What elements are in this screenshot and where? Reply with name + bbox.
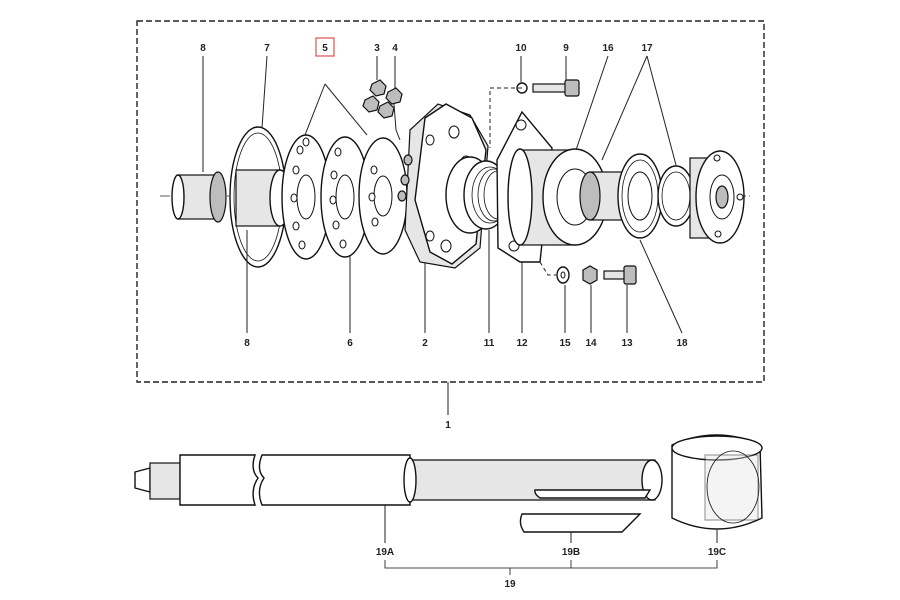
- leader-lines: [202, 55, 683, 415]
- part-6-flange-plates: [281, 134, 370, 260]
- part-3-4-nuts: [362, 79, 403, 119]
- part-19C-sleeve: [671, 434, 763, 530]
- part-9-10-screw: [489, 79, 580, 148]
- callout-4: 4: [392, 43, 398, 54]
- callout-2: 2: [422, 338, 428, 349]
- part-19B-key: [519, 513, 642, 533]
- part-7-seal-ring: [229, 126, 291, 268]
- part-8-hub: [171, 171, 227, 223]
- part-17-roller-cage: [579, 153, 695, 239]
- callout-5-highlight: [315, 37, 335, 57]
- lower-leaders: [384, 505, 718, 575]
- part-13-14-15-fasteners: [539, 261, 637, 285]
- assembly-boundary: [136, 20, 765, 383]
- callout-19: 19: [504, 579, 516, 590]
- part-18-end-flange: [689, 150, 745, 244]
- callout-9: 9: [563, 43, 569, 54]
- callout-7: 7: [264, 43, 270, 54]
- callout-18: 18: [676, 338, 688, 349]
- callout-16: 16: [602, 43, 614, 54]
- part-5-disc: [358, 137, 408, 255]
- callout-10: 10: [515, 43, 527, 54]
- callout-6: 6: [347, 338, 353, 349]
- callout-12: 12: [516, 338, 528, 349]
- callout-19A: 19A: [376, 547, 394, 558]
- callout-14: 14: [585, 338, 597, 349]
- callout-3: 3: [374, 43, 380, 54]
- callout-13: 13: [621, 338, 633, 349]
- callout-8-top: 8: [200, 43, 206, 54]
- callout-8-bottom: 8: [244, 338, 250, 349]
- callout-5: 5: [322, 43, 328, 54]
- part-19A-shaft: [134, 454, 663, 506]
- callout-11: 11: [484, 338, 495, 349]
- callout-19B: 19B: [562, 547, 580, 558]
- callout-15: 15: [559, 338, 571, 349]
- callout-17: 17: [641, 43, 653, 54]
- callout-1: 1: [445, 420, 451, 431]
- callout-19C: 19C: [708, 547, 726, 558]
